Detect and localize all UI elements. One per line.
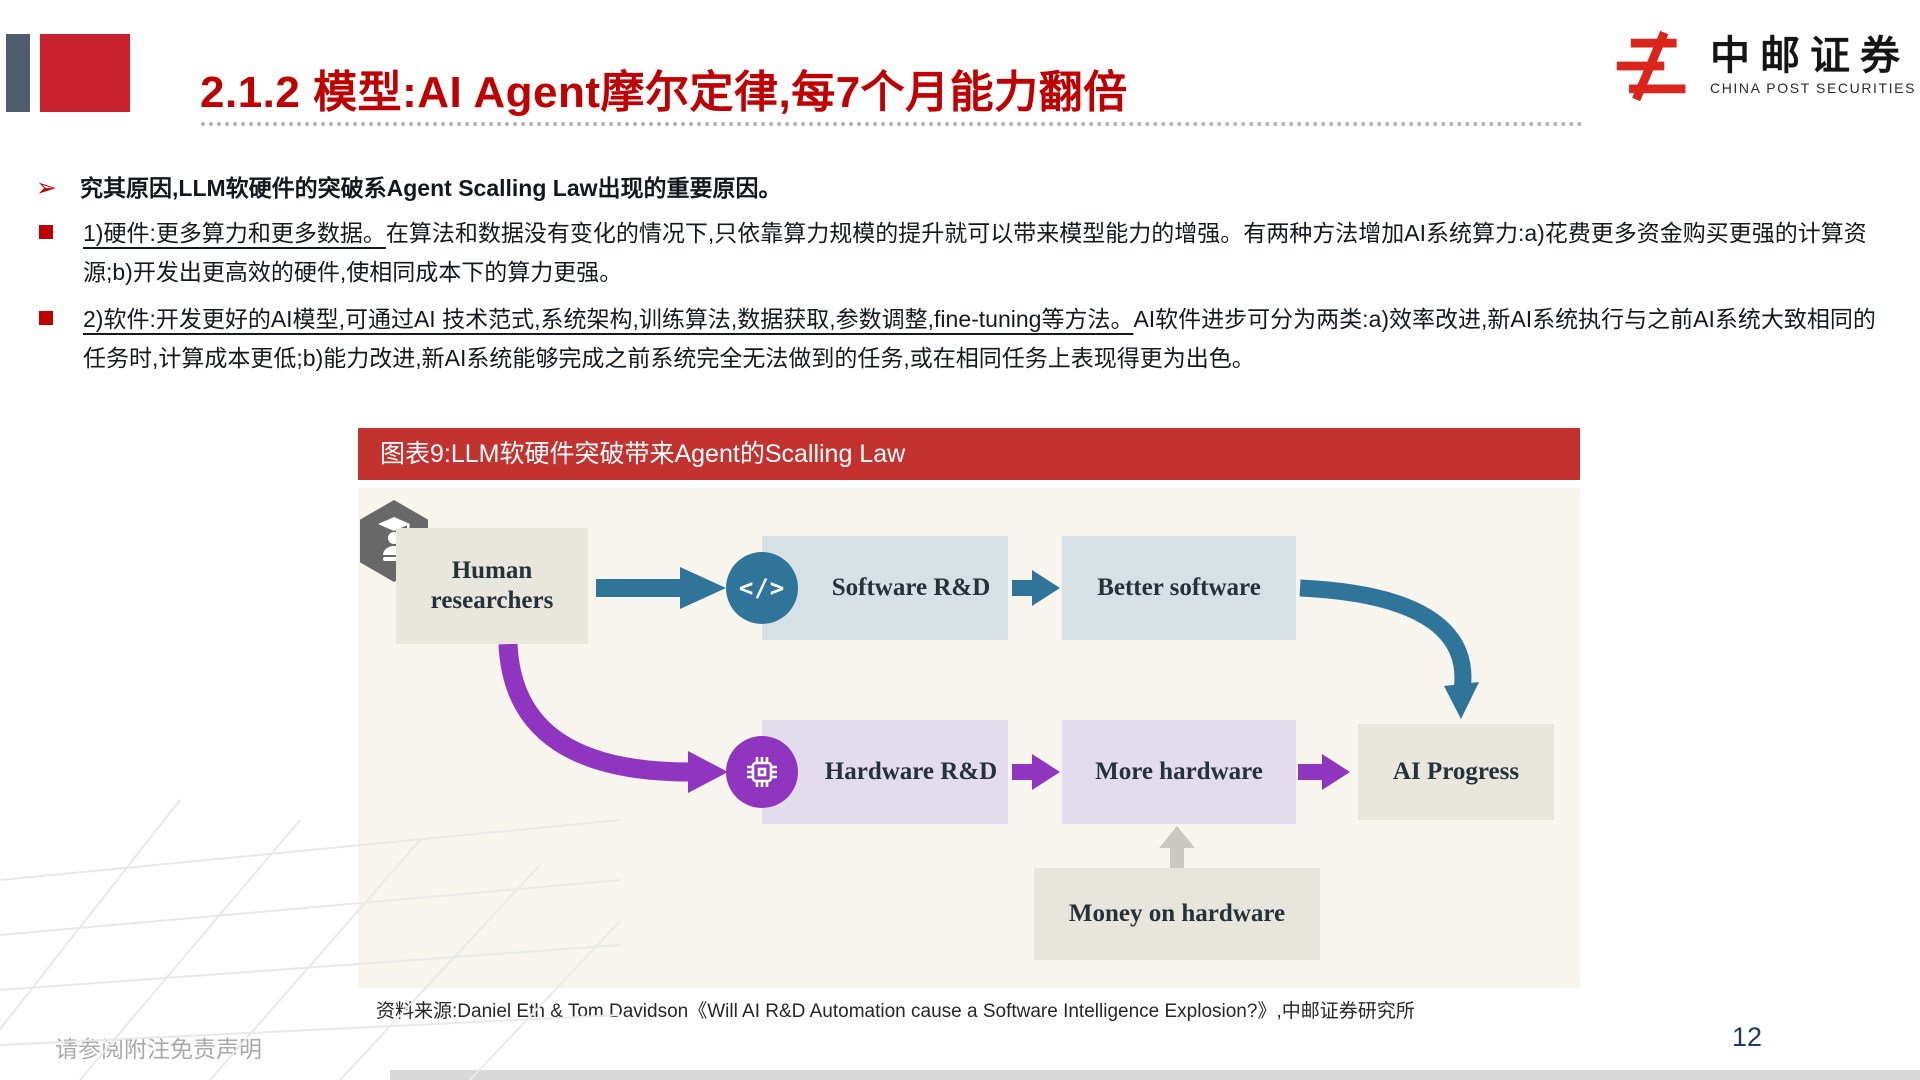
square-bullet-icon bbox=[39, 225, 53, 239]
software-badge: </> bbox=[726, 552, 798, 624]
accent-bar-blue bbox=[6, 34, 30, 112]
software-point-text: 2)软件:开发更好的AI模型,可通过AI 技术范式,系统架构,训练算法,数据获取… bbox=[83, 300, 1892, 378]
arrow-more-to-ai-progress bbox=[1298, 754, 1350, 790]
node-ai-progress: AI Progress bbox=[1358, 724, 1554, 820]
node-human-researchers: Human researchers bbox=[396, 528, 588, 644]
hardware-point-rest: 在算法和数据没有变化的情况下,只依靠算力规模的提升就可以带来模型能力的增强。有两… bbox=[83, 220, 1867, 285]
body-content: ➢ 究其原因,LLM软硬件的突破系Agent Scalling Law出现的重要… bbox=[36, 170, 1892, 386]
logo-name-cn: 中邮证券 bbox=[1710, 34, 1910, 78]
accent-bar-red bbox=[40, 34, 130, 112]
figure-caption-bar: 图表9:LLM软硬件突破带来Agent的Scalling Law bbox=[358, 428, 1580, 480]
arrowhead-teal-icon bbox=[1444, 682, 1479, 719]
curved-arrows-layer bbox=[498, 579, 1479, 793]
title-divider bbox=[201, 120, 1583, 126]
software-point: 2)软件:开发更好的AI模型,可通过AI 技术范式,系统架构,训练算法,数据获取… bbox=[36, 300, 1892, 378]
code-icon: </> bbox=[738, 574, 786, 602]
arrowhead-purple-icon bbox=[688, 751, 728, 793]
bottom-strip bbox=[390, 1070, 1920, 1080]
logo-name-en: CHINA POST SECURITIES bbox=[1710, 80, 1917, 96]
node-software-rd: Software R&D bbox=[762, 536, 1008, 640]
page-title: 2.1.2 模型:AI Agent摩尔定律,每7个月能力翻倍 bbox=[200, 68, 1128, 117]
square-bullet-icon bbox=[39, 311, 53, 325]
background-grid-decoration bbox=[0, 799, 620, 1080]
node-money-on-hardware: Money on hardware bbox=[1034, 868, 1320, 960]
arrow-software-to-better bbox=[1012, 570, 1060, 606]
arrow-better-software-to-ai-progress bbox=[1299, 579, 1472, 692]
lead-text: 究其原因,LLM软硬件的突破系Agent Scalling Law出现的重要原因… bbox=[80, 175, 782, 201]
node-better-software: Better software bbox=[1062, 536, 1296, 640]
software-point-rest: AI软件进步可分为两类:a)效率改进,新AI系统执行与之前AI系统大致相同的任务… bbox=[83, 306, 1876, 371]
hardware-point-text: 1)硬件:更多算力和更多数据。在算法和数据没有变化的情况下,只依靠算力规模的提升… bbox=[83, 214, 1892, 292]
figure-source: 资料来源:Daniel Eth & Tom Davidson《Will AI R… bbox=[376, 1001, 1415, 1022]
company-logo: 中邮证券 CHINA POST SECURITIES bbox=[1608, 26, 1916, 106]
software-point-underlined: 2)软件:开发更好的AI模型,可通过AI 技术范式,系统架构,训练算法,数据获取… bbox=[83, 306, 1134, 332]
figure-diagram: Human researchers Software R&D Better so… bbox=[358, 488, 1580, 988]
arrow-human-to-software-rd bbox=[596, 567, 726, 609]
hardware-badge bbox=[726, 736, 798, 808]
lead-bullet: ➢ 究其原因,LLM软硬件的突破系Agent Scalling Law出现的重要… bbox=[36, 170, 1892, 206]
arrow-human-to-hardware-rd bbox=[498, 643, 691, 782]
node-hardware-rd: Hardware R&D bbox=[762, 720, 1008, 824]
node-more-hardware: More hardware bbox=[1062, 720, 1296, 824]
chip-icon bbox=[747, 757, 777, 787]
arrow-money-to-more-hardware bbox=[1159, 826, 1195, 868]
arrow-bullet-icon: ➢ bbox=[36, 174, 57, 202]
hardware-point: 1)硬件:更多算力和更多数据。在算法和数据没有变化的情况下,只依靠算力规模的提升… bbox=[36, 214, 1892, 292]
arrow-hardware-to-more bbox=[1012, 754, 1060, 790]
hardware-point-underlined: 1)硬件:更多算力和更多数据。 bbox=[83, 220, 386, 246]
page-number: 12 bbox=[1732, 1022, 1763, 1052]
china-post-logo-icon bbox=[1616, 30, 1686, 102]
